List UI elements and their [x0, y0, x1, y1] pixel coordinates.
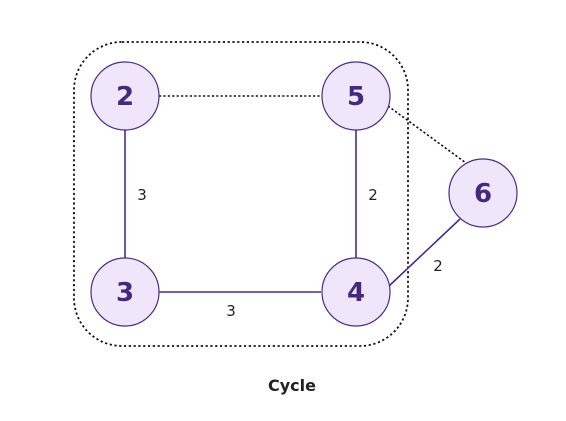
cycle-group-box [73, 41, 409, 347]
edge-weight-2-3: 3 [137, 186, 147, 204]
edge-4-6 [388, 218, 461, 287]
edge-weight-3-4: 3 [226, 302, 236, 320]
node-3: 3 [90, 257, 160, 327]
node-2: 2 [90, 61, 160, 131]
edge-weight-4-6: 2 [433, 257, 443, 275]
edge-5-6 [387, 105, 467, 164]
node-4: 4 [321, 257, 391, 327]
edge-weight-5-4: 2 [368, 186, 378, 204]
node-4-label: 4 [347, 278, 365, 308]
node-5-label: 5 [347, 82, 365, 112]
node-2-label: 2 [116, 82, 134, 112]
node-6: 6 [448, 158, 518, 228]
node-3-label: 3 [116, 278, 134, 308]
diagram-caption: Cycle [268, 376, 316, 395]
node-5: 5 [321, 61, 391, 131]
node-6-label: 6 [474, 179, 492, 209]
